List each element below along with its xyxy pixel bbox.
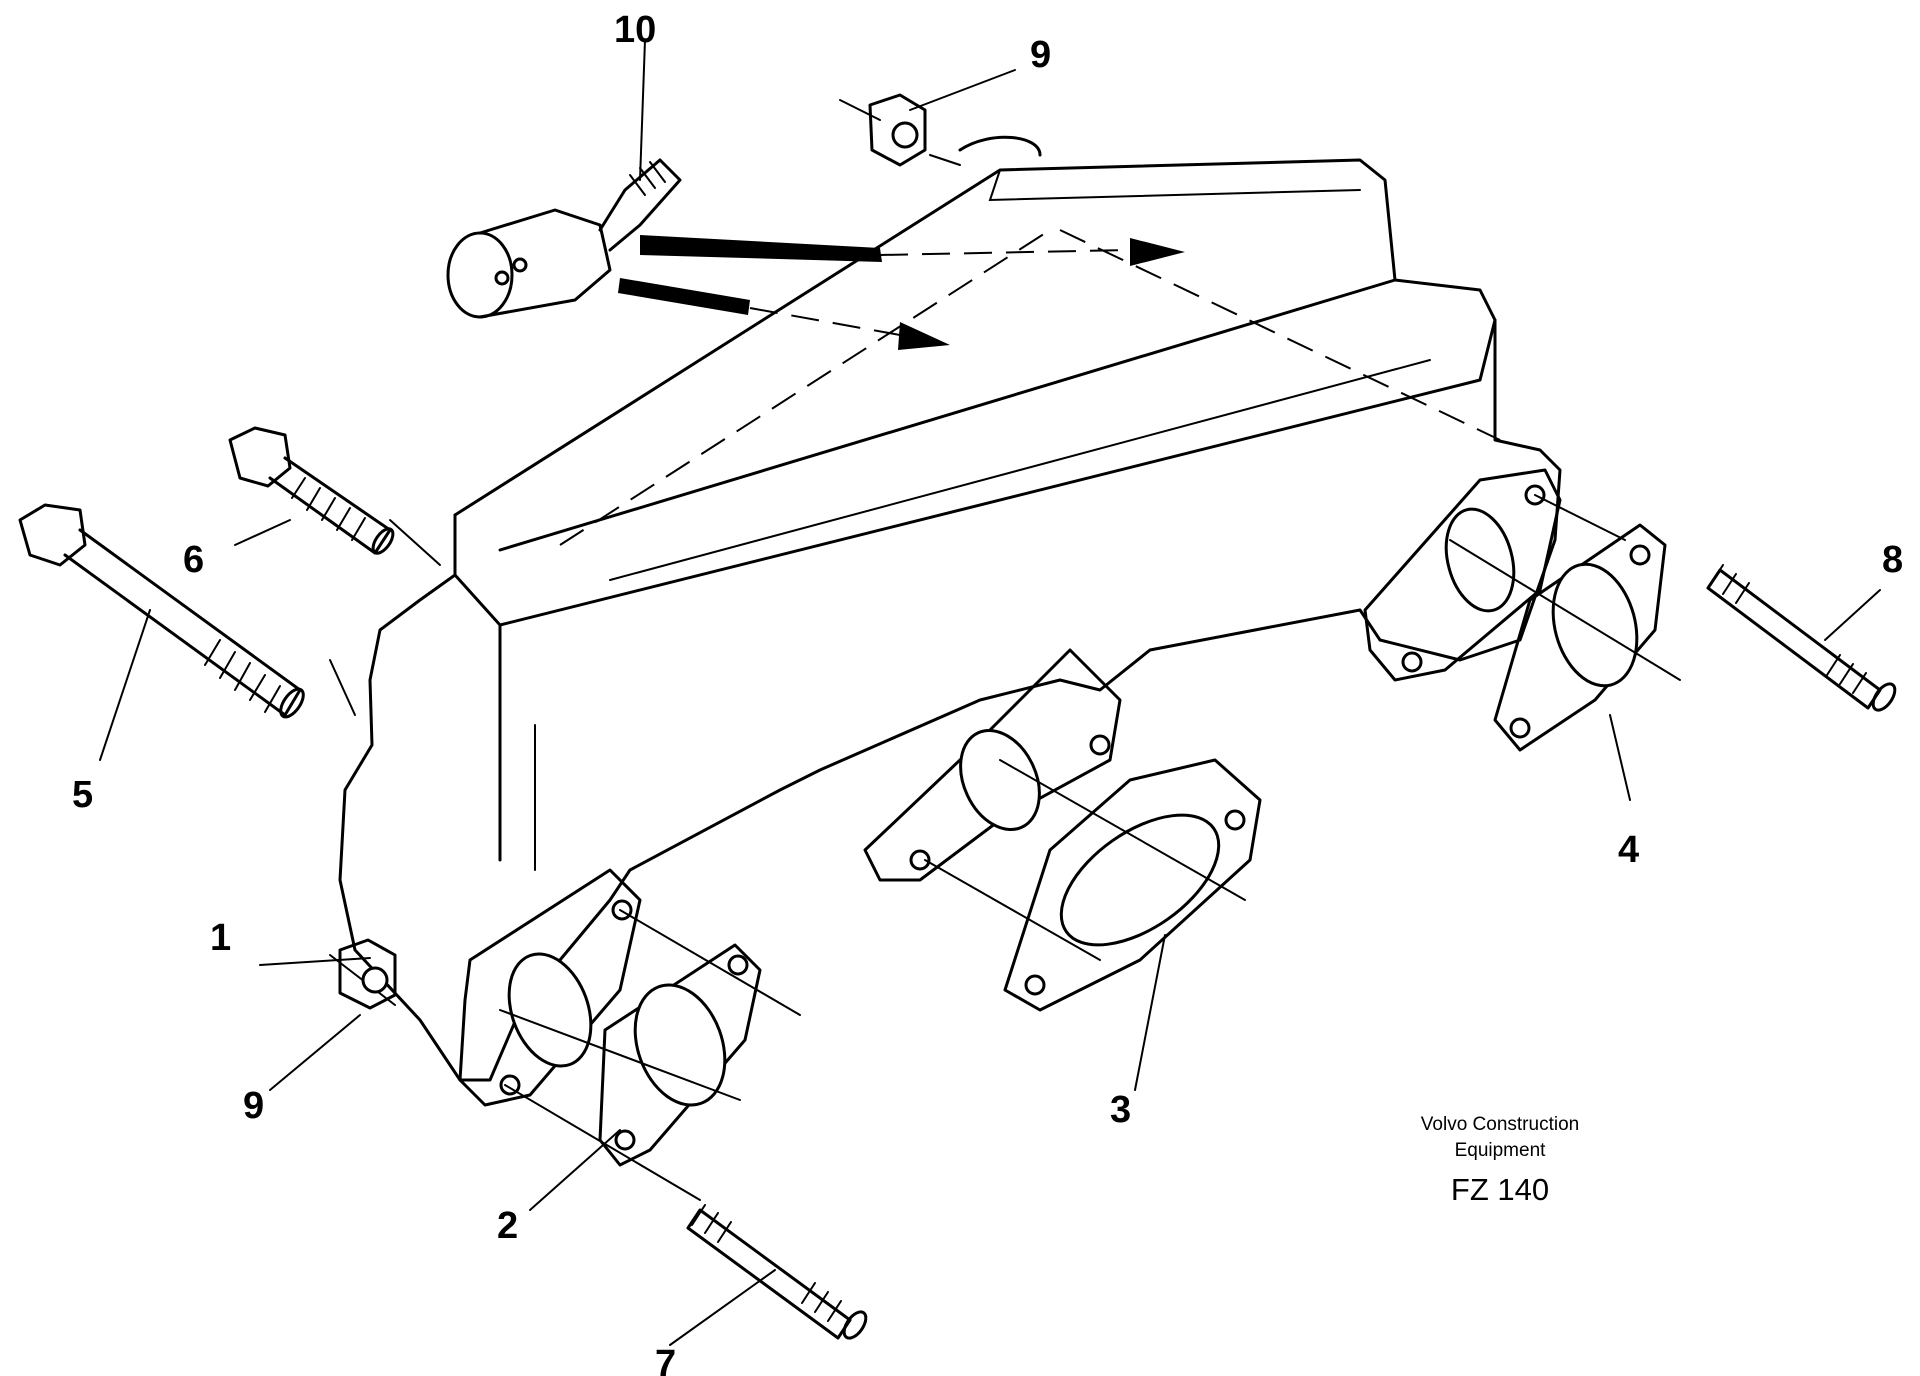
mounting-arrows [559,229,1501,546]
caption-line-2: Equipment [1454,1140,1546,1161]
gasket-4 [1493,523,1667,752]
label-3: 3 [1110,1089,1131,1131]
manifold-flange-left [458,868,642,1107]
label-5: 5 [72,774,93,816]
temperature-sensor-10 [446,158,682,319]
manifold-flange-right [1363,468,1562,682]
label-4: 4 [1618,829,1639,871]
manifold-flange-middle [863,648,1122,882]
caption-line-1: Volvo Construction [1420,1114,1580,1135]
label-8: 8 [1882,539,1903,581]
stud-7 [686,1204,868,1340]
label-10: 10 [614,9,656,51]
exhaust-manifold [338,135,1562,1082]
label-9-bottom: 9 [243,1085,264,1127]
diagram-code: FZ 140 [1450,1172,1550,1207]
stud-8 [1706,564,1897,712]
label-9-top: 9 [1030,34,1051,76]
long-bolt-5 [18,503,305,719]
gasket-3 [1003,758,1262,1012]
bolt-6 [228,426,395,555]
nut-9-top [868,93,927,167]
label-7: 7 [655,1343,676,1376]
nut-9-bottom [338,938,397,1010]
label-2: 2 [497,1205,518,1247]
leader-lines [99,39,1881,1346]
label-1: 1 [210,917,231,959]
label-6: 6 [183,539,204,581]
diagram-caption: Volvo Construction Equipment FZ 140 [1330,1112,1670,1212]
